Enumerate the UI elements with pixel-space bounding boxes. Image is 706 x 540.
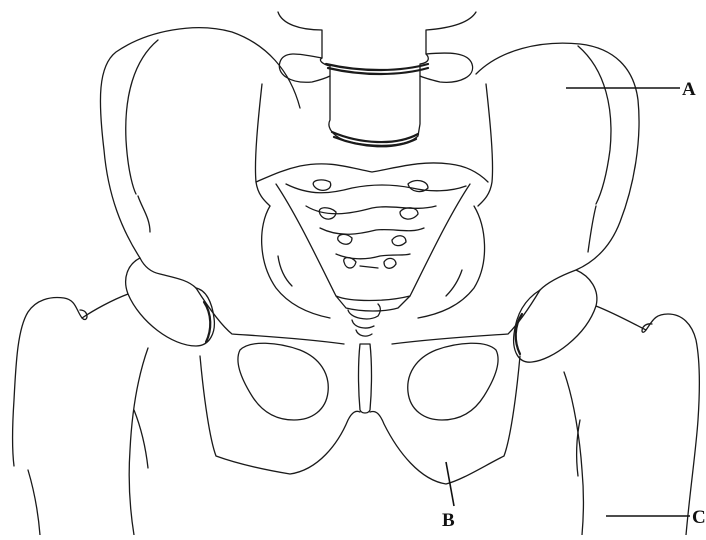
sacrum — [256, 163, 488, 296]
right-ilium — [476, 43, 639, 290]
lumbar-vertebra — [278, 12, 476, 146]
lower-pelvis — [200, 356, 520, 484]
right-femur — [514, 270, 700, 535]
left-ilium — [100, 28, 300, 288]
label-c: C — [692, 507, 706, 528]
label-a: A — [682, 79, 696, 100]
right-obturator-foramen — [408, 343, 498, 420]
coccyx — [336, 296, 410, 336]
left-femur — [13, 258, 215, 535]
pubic-symphysis — [359, 344, 372, 413]
label-b: B — [442, 510, 455, 531]
sacroiliac-joints — [262, 206, 485, 318]
left-obturator-foramen — [238, 343, 328, 420]
